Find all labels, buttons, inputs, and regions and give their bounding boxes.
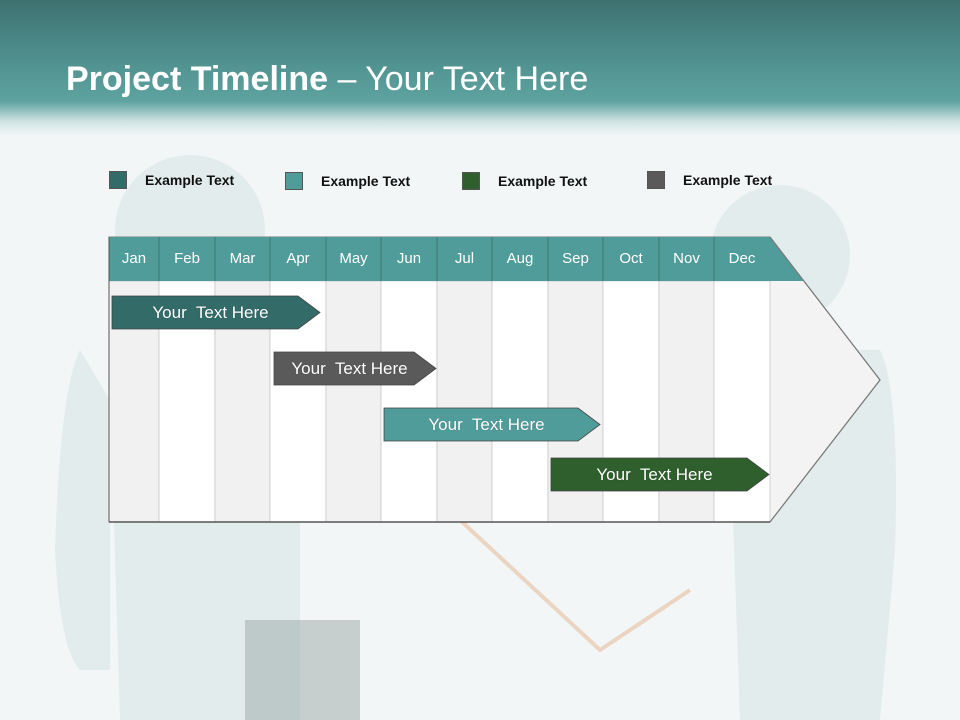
task-arrow-3 <box>383 407 601 442</box>
page-title: Project Timeline – Your Text Here <box>66 60 588 99</box>
task-arrow-2 <box>273 351 437 386</box>
legend-label-1: Example Text <box>145 172 235 188</box>
month-column <box>380 280 438 523</box>
legend-swatch-3 <box>462 172 480 190</box>
task-label-4: Your Text Here <box>596 465 713 484</box>
legend-item-4: Example Text <box>647 171 772 189</box>
task-arrow-4 <box>550 457 770 492</box>
month-column <box>436 280 493 523</box>
month-label-oct: Oct <box>619 250 643 267</box>
month-label-nov: Nov <box>673 250 700 267</box>
month-label-aug: Aug <box>506 250 534 267</box>
legend-swatch-1 <box>109 171 127 189</box>
month-label-sep: Sep <box>562 250 589 267</box>
month-column <box>491 280 549 523</box>
month-label-may: May <box>339 250 368 267</box>
month-column <box>325 280 382 523</box>
month-label-mar: Mar <box>229 250 256 267</box>
legend-label-2: Example Text <box>321 173 411 189</box>
month-label-feb: Feb <box>174 250 200 267</box>
month-label-dec: Dec <box>728 250 756 267</box>
month-label-jan: Jan <box>121 250 147 267</box>
legend-swatch-2 <box>285 172 303 190</box>
title-bold: Project Timeline <box>66 60 329 98</box>
legend-label-3: Example Text <box>498 173 588 189</box>
legend-item-2: Example Text <box>285 172 410 190</box>
month-label-apr: Apr <box>286 250 310 267</box>
task-label-2: Your Text Here <box>291 359 408 378</box>
timeline-arrow-edge <box>769 236 881 523</box>
legend-label-4: Example Text <box>683 172 773 188</box>
legend-item-3: Example Text <box>462 172 587 190</box>
title-subtitle: – Your Text Here <box>328 60 589 98</box>
title-banner <box>0 0 960 135</box>
task-arrow-1 <box>111 295 321 330</box>
legend-item-1: Example Text <box>109 171 234 189</box>
task-label-3: Your Text Here <box>428 415 545 434</box>
legend-swatch-4 <box>647 171 665 189</box>
task-label-1: Your Text Here <box>152 303 269 322</box>
month-header-band <box>109 237 770 281</box>
month-label-jul: Jul <box>454 250 475 267</box>
month-label-jun: Jun <box>396 250 422 267</box>
